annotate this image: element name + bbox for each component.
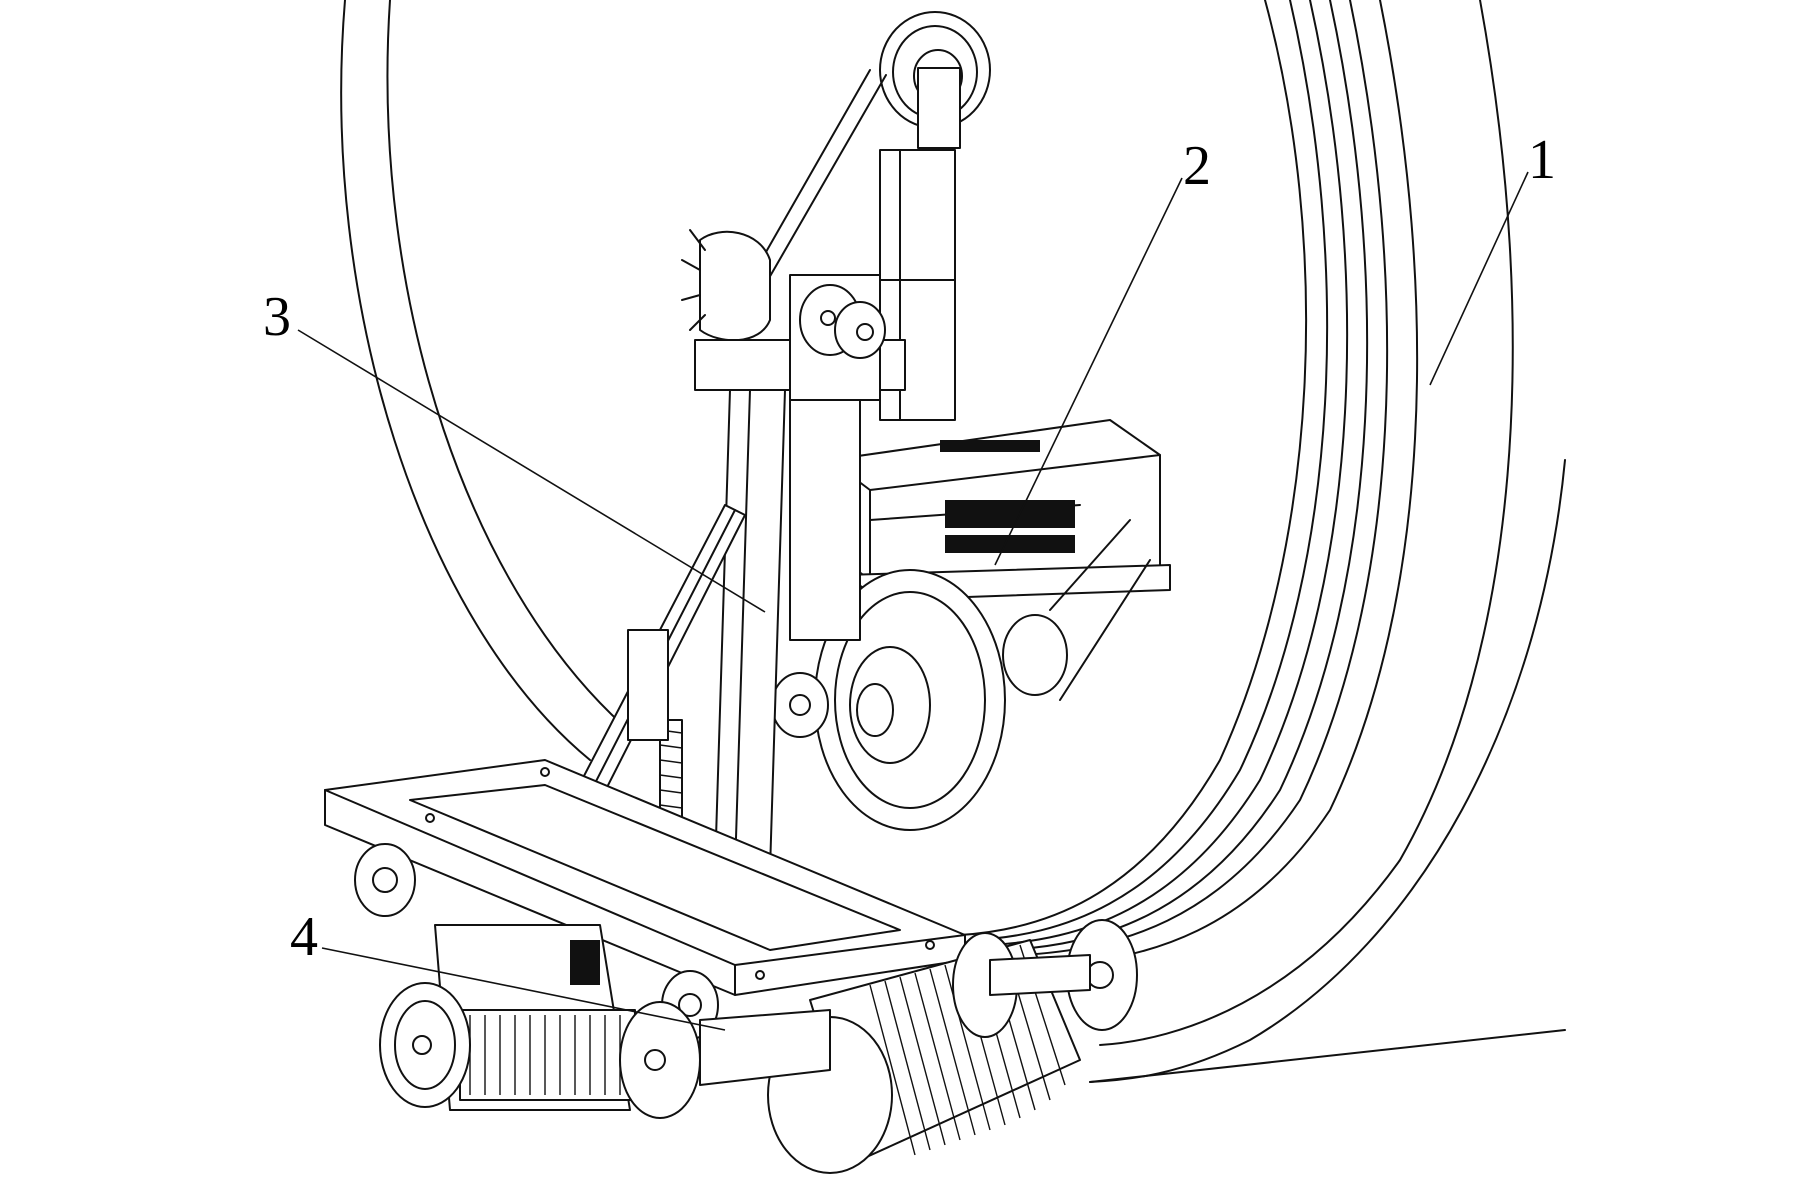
callout-1: 1 (1528, 129, 1556, 191)
drum-ribs (869, 944, 1066, 1156)
leader-3 (297, 329, 766, 613)
callout-3: 3 (263, 286, 291, 348)
control-box (829, 419, 1171, 601)
motor-unit (379, 924, 831, 1119)
control-box-vent (945, 500, 1075, 553)
leader-4 (321, 947, 726, 1031)
motor-fins (469, 1015, 621, 1095)
callout-2: 2 (1183, 135, 1211, 197)
leader-2 (994, 177, 1183, 566)
large-wheel (340, 0, 1566, 1083)
upper-sprocket-bearing (681, 229, 906, 401)
drive-wheel (771, 519, 1151, 831)
leader-1 (1429, 171, 1529, 386)
leader-lines (297, 171, 1529, 1031)
callout-4: 4 (290, 906, 318, 968)
